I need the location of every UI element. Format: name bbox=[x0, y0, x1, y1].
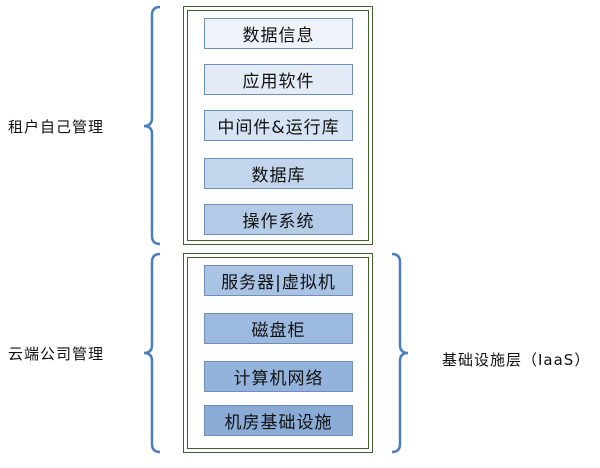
upper-left-brace bbox=[143, 5, 161, 246]
tenant-managed-label: 租户自己管理 bbox=[8, 118, 105, 136]
iaas-layer-label: 基础设施层（IaaS） bbox=[442, 351, 591, 369]
tenant-managed-inner-frame bbox=[187, 10, 369, 241]
cloud-managed-label: 云端公司管理 bbox=[8, 345, 105, 363]
layer-middleware-runtime: 中间件&运行库 bbox=[204, 110, 353, 141]
cloud-managed-group bbox=[183, 253, 373, 453]
layer-data: 数据信息 bbox=[204, 18, 353, 49]
layer-operating-system: 操作系统 bbox=[204, 204, 353, 235]
layer-database: 数据库 bbox=[204, 158, 353, 189]
layer-server-vm: 服务器|虚拟机 bbox=[204, 265, 353, 296]
layer-computer-network: 计算机网络 bbox=[204, 361, 353, 392]
lower-left-brace bbox=[143, 252, 161, 454]
layer-disk-array: 磁盘柜 bbox=[204, 313, 353, 344]
cloud-managed-inner-frame bbox=[187, 257, 369, 449]
tenant-managed-group bbox=[183, 6, 373, 245]
layer-applications: 应用软件 bbox=[204, 64, 353, 95]
layer-datacenter-infrastructure: 机房基础设施 bbox=[204, 405, 353, 436]
right-brace bbox=[391, 252, 409, 454]
